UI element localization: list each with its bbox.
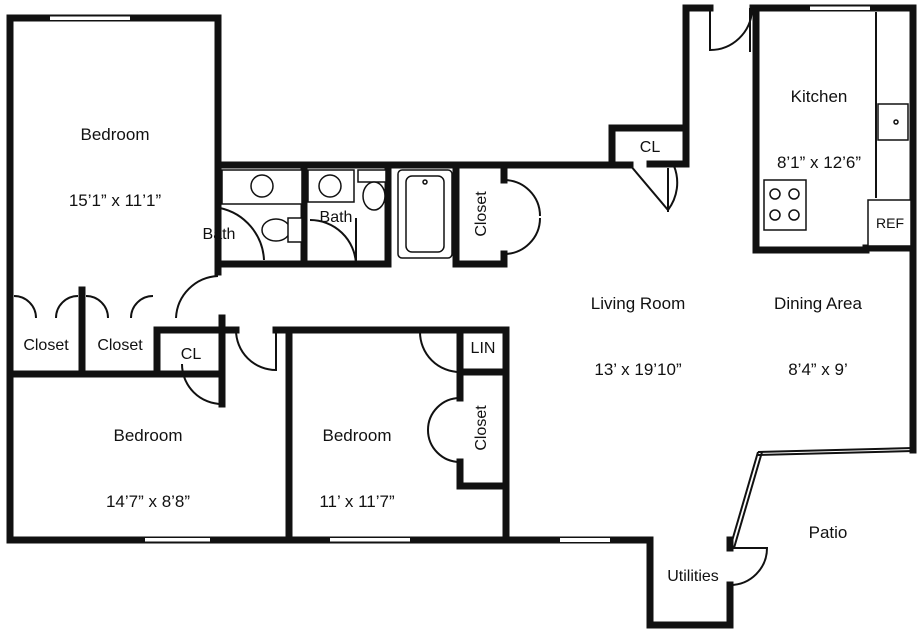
room-name: Living Room bbox=[590, 294, 686, 313]
patio-door bbox=[729, 447, 914, 549]
room-name: Bedroom bbox=[113, 426, 183, 445]
room-size: 8’4” x 9’ bbox=[788, 360, 848, 379]
windows bbox=[50, 5, 870, 543]
bedroom-bottom-left-label: Bedroom 14’7” x 8’8” bbox=[106, 381, 190, 535]
kitchen-fixtures bbox=[763, 12, 912, 247]
room-name: Dining Area bbox=[774, 294, 862, 313]
door-swings bbox=[13, 8, 769, 586]
bath-fixtures bbox=[221, 169, 453, 259]
closet-bedroom-label: Closet bbox=[473, 405, 490, 451]
closet-right-label: Closet bbox=[97, 337, 143, 354]
closet-hall-label: Closet bbox=[473, 191, 490, 237]
room-name: Bedroom bbox=[322, 426, 392, 445]
patio-label: Patio bbox=[808, 523, 848, 542]
room-size: 8’1” x 12’6” bbox=[776, 153, 862, 172]
utilities-label: Utilities bbox=[667, 568, 719, 585]
bath-left-label: Bath bbox=[202, 226, 236, 243]
bedroom-middle-label: Bedroom 11’ x 11’7” bbox=[319, 381, 394, 535]
cl-kitchen-label: CL bbox=[639, 139, 661, 156]
bedroom-top-left-label: Bedroom 15’1” x 11’1” bbox=[69, 80, 161, 234]
room-size: 15’1” x 11’1” bbox=[68, 191, 162, 210]
room-name: Bedroom bbox=[80, 125, 150, 144]
room-name: Kitchen bbox=[790, 87, 848, 106]
cl-left-label: CL bbox=[180, 346, 202, 363]
bath-right-label: Bath bbox=[319, 209, 353, 226]
room-size: 14’7” x 8’8” bbox=[105, 492, 191, 511]
room-size: 13’ x 19’10” bbox=[594, 360, 682, 379]
ref-label: REF bbox=[876, 215, 904, 231]
room-size: 11’ x 11’7” bbox=[319, 492, 395, 511]
dining-area-label: Dining Area 8’4” x 9’ bbox=[774, 249, 862, 403]
lin-label: LIN bbox=[470, 340, 496, 357]
interior-walls bbox=[6, 4, 870, 544]
kitchen-label: Kitchen 8’1” x 12’6” bbox=[777, 42, 861, 196]
living-room-label: Living Room 13’ x 19’10” bbox=[591, 249, 686, 403]
closet-left-label: Closet bbox=[23, 337, 69, 354]
